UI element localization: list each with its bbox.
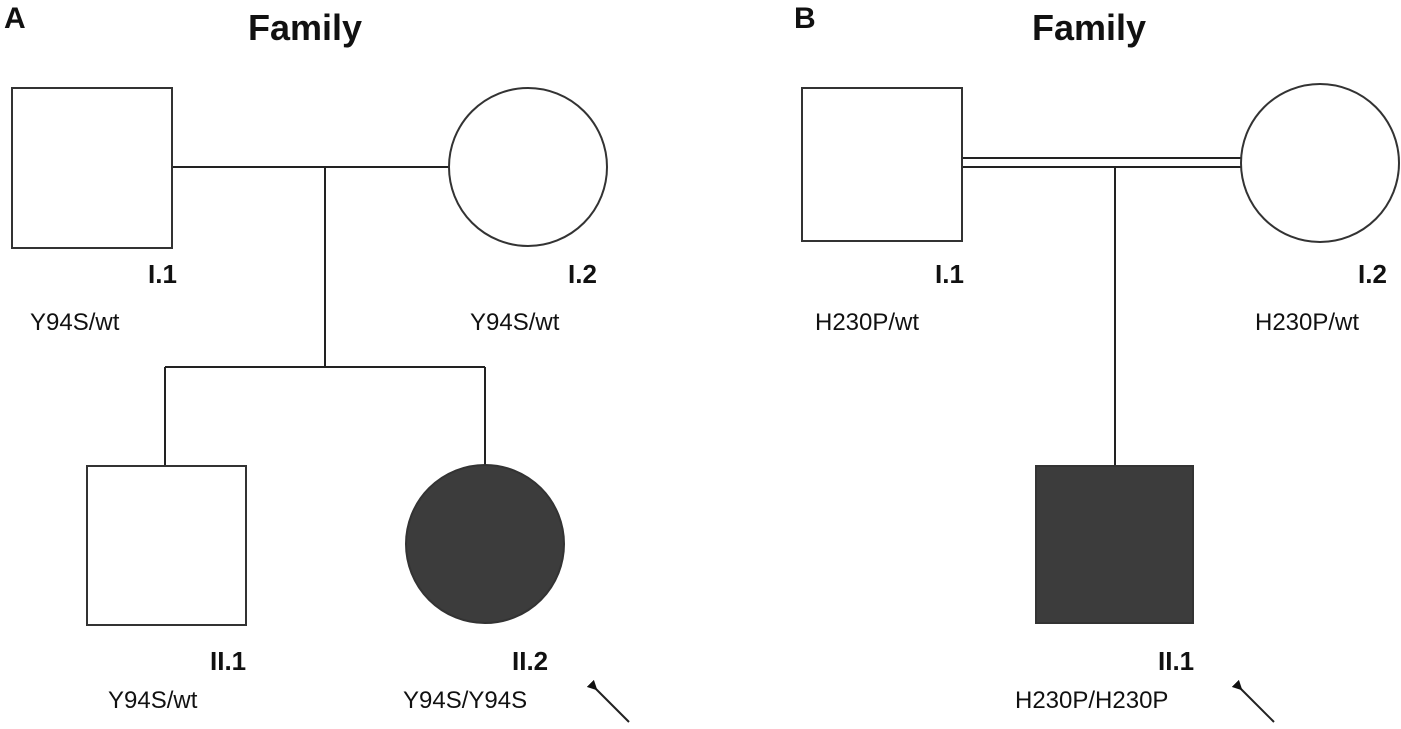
panel-a-id-I1: I.1 (148, 259, 177, 289)
panel-b-id-I1: I.1 (935, 259, 964, 289)
panel-a-genotype-I1: Y94S/wt (30, 309, 120, 336)
panel-a-genotype-I2: Y94S/wt (470, 309, 560, 336)
panel-a-id-I2: I.2 (568, 259, 597, 289)
panel-a-id-II1: II.1 (210, 646, 246, 676)
panel-b-lines (962, 157, 1242, 466)
panel-b-individual-I2-circle (1240, 83, 1400, 243)
panel-a-individual-I2-circle (448, 87, 608, 247)
panel-a-individual-II2-circle (405, 464, 565, 624)
panel-b-individual-II1-square (1035, 465, 1194, 624)
panel-b-genotype-I1: H230P/wt (815, 309, 919, 336)
panel-a-genotype-II1: Y94S/wt (108, 687, 198, 714)
panel-a-lines (164, 166, 486, 466)
panel-a: A Family I.1 Y94S/wt I.2 Y94S/wt II.1 Y9… (4, 2, 630, 723)
panel-b-individual-I1-square (801, 87, 963, 242)
panel-b-id-I2: I.2 (1358, 259, 1387, 289)
panel-b-genotype-II1: H230P/H230P (1015, 687, 1168, 714)
panel-letter-a: A (4, 2, 26, 35)
panel-a-title: Family (248, 7, 362, 48)
panel-b-id-II1: II.1 (1158, 646, 1194, 676)
panel-b-title: Family (1032, 7, 1146, 48)
panel-b: B Family I.1 H230P/wt I.2 H230P/wt II.1 … (794, 2, 1400, 723)
panel-a-individual-I1-square (11, 87, 173, 249)
panel-a-proband-arrow (586, 679, 630, 723)
panel-a-individual-II1-square (86, 465, 247, 626)
panel-letter-b: B (794, 2, 816, 35)
panel-a-genotype-II2: Y94S/Y94S (403, 687, 527, 714)
panel-b-genotype-I2: H230P/wt (1255, 309, 1359, 336)
panel-b-proband-arrow (1231, 679, 1275, 723)
panel-a-id-II2: II.2 (512, 646, 548, 676)
